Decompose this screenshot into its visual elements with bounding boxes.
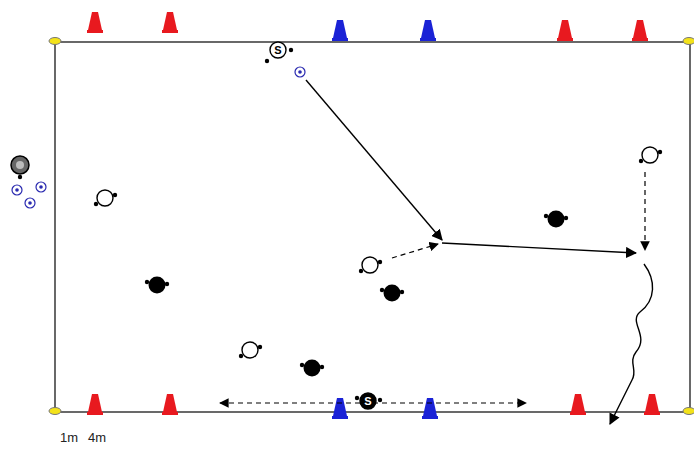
player-marker: S [269,41,287,59]
player-marker: S [359,392,377,410]
distance-label: 4m [88,430,106,445]
player-letter: S [364,396,371,407]
distance-label: 1m [60,430,78,445]
player-letter: S [274,45,281,56]
